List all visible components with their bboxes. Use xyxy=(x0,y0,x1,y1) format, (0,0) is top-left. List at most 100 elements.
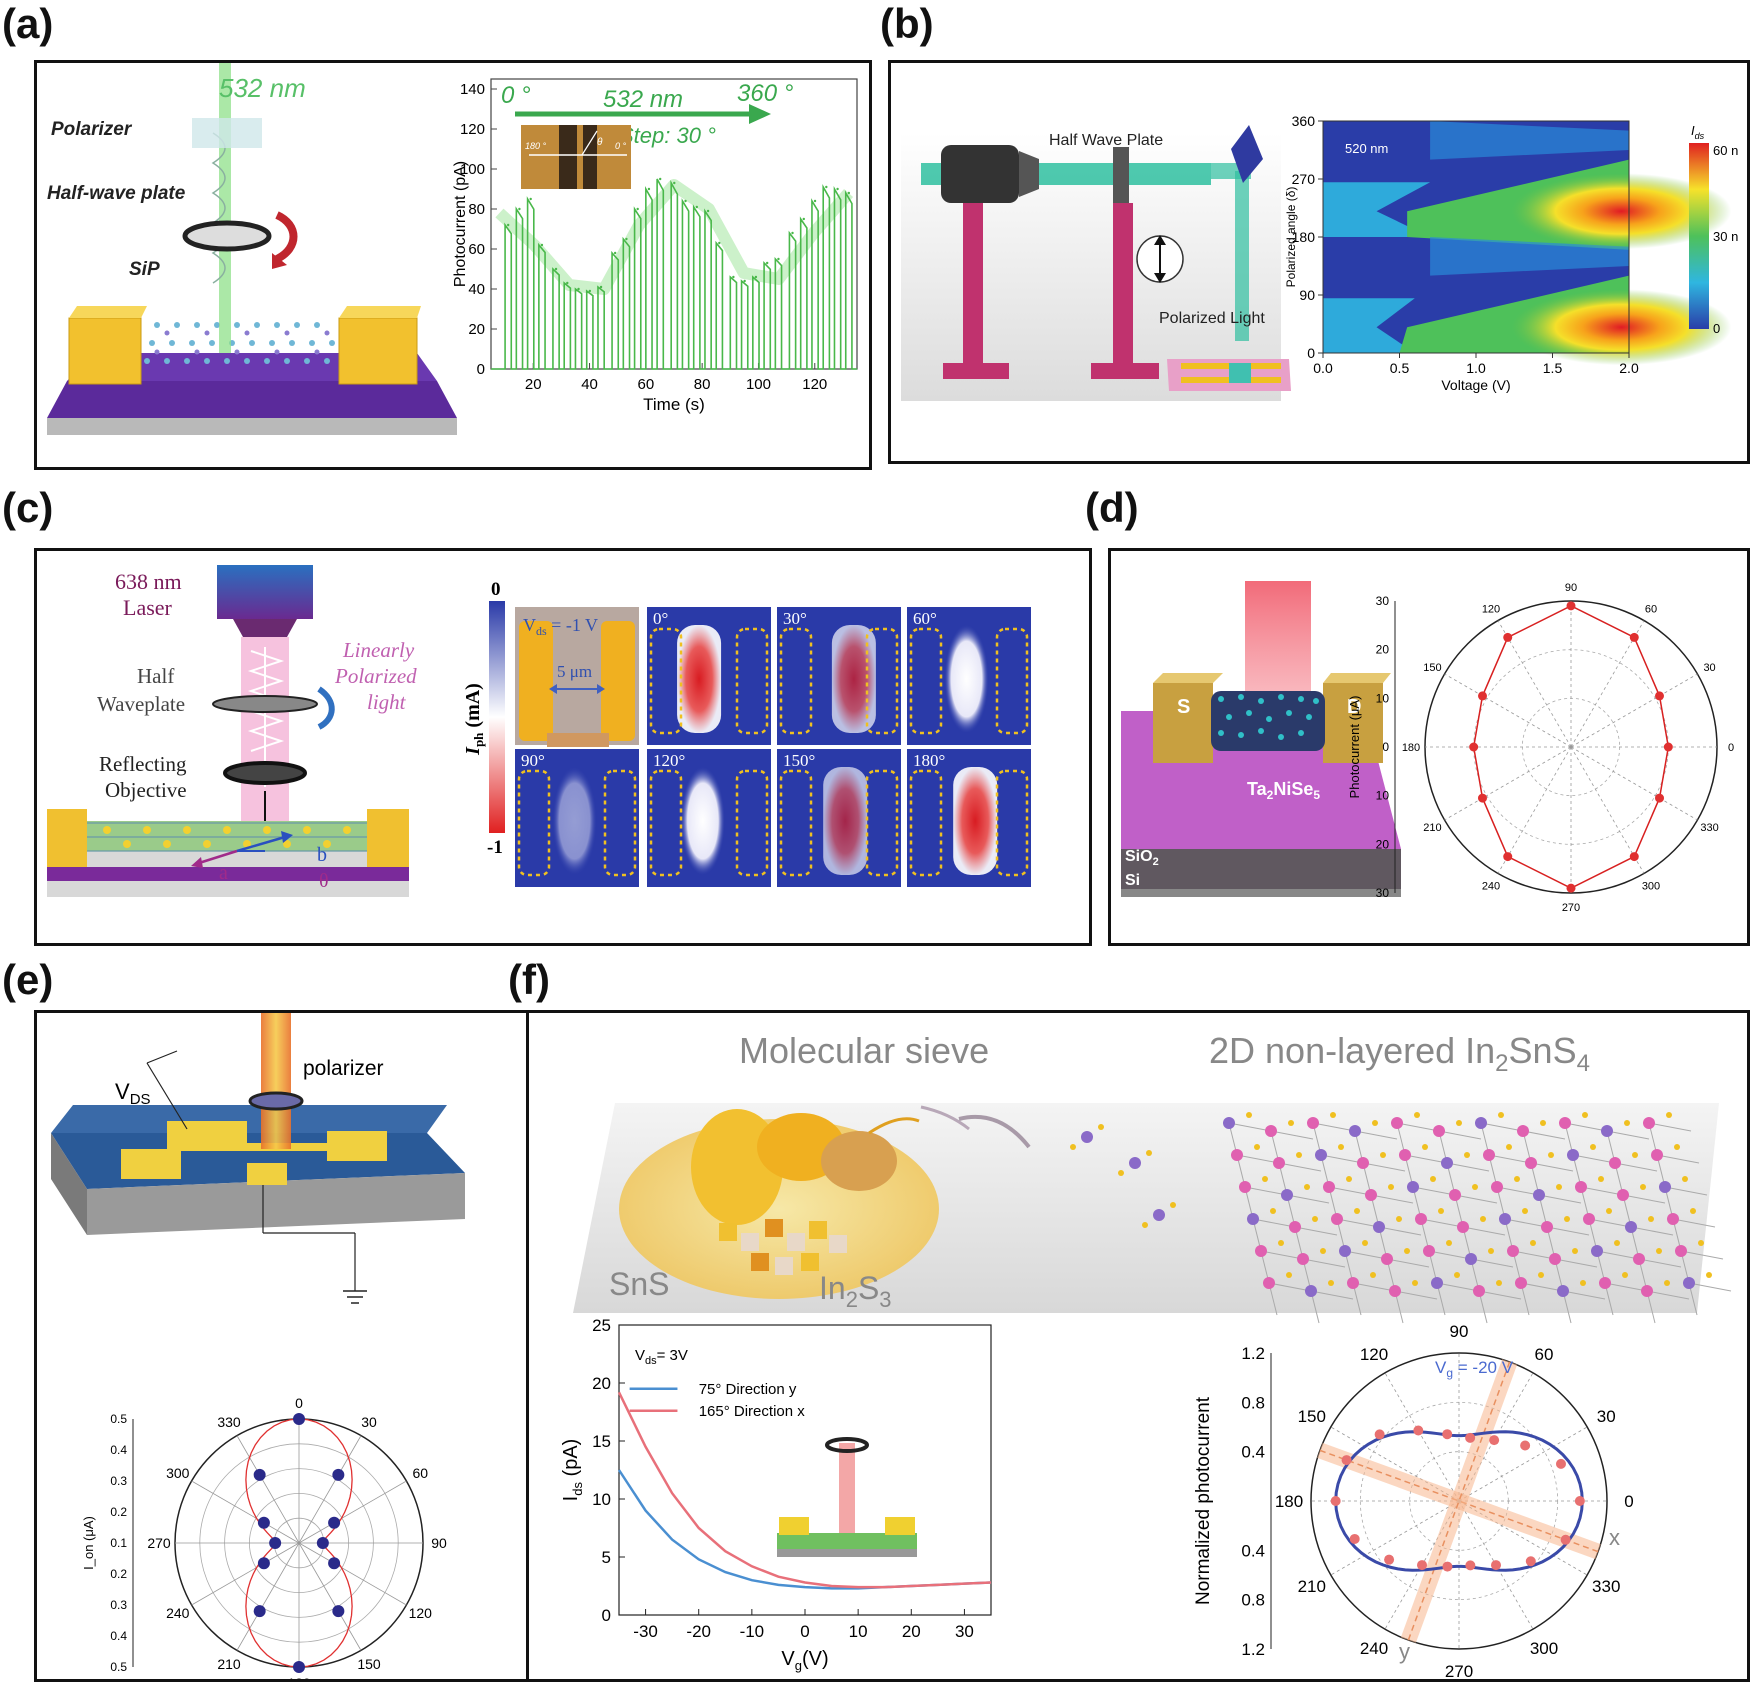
pulse-peak-point xyxy=(540,243,544,247)
panel-e-svg: polarizer VDS 03060901201501802102402703… xyxy=(51,1013,465,1679)
lattice-atom xyxy=(1659,1181,1671,1193)
lattice-bond xyxy=(1294,1226,1338,1236)
iph-scale-bottom: -1 xyxy=(487,837,503,858)
polar-point xyxy=(1413,1425,1424,1436)
axis-theta-label: θ xyxy=(319,870,329,892)
polar-point xyxy=(1574,1496,1585,1506)
angle-label: 330 xyxy=(217,1414,241,1430)
radial-tick-label: 0.4 xyxy=(110,1629,127,1643)
x-tick-label: 30 xyxy=(955,1622,974,1641)
lattice-atom xyxy=(1617,1189,1629,1201)
colorbar-tick-mid: 30 n xyxy=(1713,229,1738,244)
lattice-sulfur xyxy=(1270,1208,1276,1214)
scale-bar-label: 5 μm xyxy=(557,662,592,681)
polar-point xyxy=(1566,883,1576,893)
lattice-bond xyxy=(1630,1226,1674,1236)
x-tick-label: 1.0 xyxy=(1466,360,1486,376)
photocurrent-spot xyxy=(680,767,725,875)
lattice-sulfur xyxy=(1278,1240,1284,1246)
lattice-atom xyxy=(1633,1253,1645,1265)
photocurrent-spot xyxy=(953,767,998,875)
polarization-angle-label: 30° xyxy=(783,609,807,628)
molecular-sieve-title: Molecular sieve xyxy=(739,1030,989,1071)
inset-beam xyxy=(839,1443,855,1533)
vg-annotation: Vg = -20 V xyxy=(1435,1358,1514,1380)
lattice-atom xyxy=(1499,1213,1511,1225)
pulse-peak-point xyxy=(529,197,532,201)
panel-label-c: (c) xyxy=(2,484,54,531)
polar-point xyxy=(1503,852,1513,862)
lattice-bond xyxy=(1496,1186,1540,1196)
polar-point xyxy=(1503,632,1513,642)
lattice-bond xyxy=(1664,1186,1708,1196)
lattice-sulfur xyxy=(1682,1176,1688,1182)
inset-device xyxy=(777,1533,917,1549)
lattice-bond xyxy=(1252,1218,1296,1228)
pulse-peak-point xyxy=(765,261,769,265)
panel-e: polarizer VDS 03060901201501802102402703… xyxy=(34,1010,548,1682)
lattice-atom xyxy=(1231,1149,1243,1161)
iph-axis-label: Iph (mA) xyxy=(462,683,486,756)
angle-label: 240 xyxy=(1482,881,1500,893)
angle-label: 120 xyxy=(1360,1345,1388,1364)
lattice-sulfur xyxy=(1246,1112,1252,1118)
lattice-bond xyxy=(1688,1282,1732,1292)
lattice-sulfur xyxy=(1656,1248,1662,1254)
lattice-bond xyxy=(1538,1194,1582,1204)
lattice-sulfur xyxy=(1338,1144,1344,1150)
cluster-atom xyxy=(1153,1209,1165,1221)
x-tick-label: -30 xyxy=(633,1622,658,1641)
radial-tick-label: 0 xyxy=(1382,740,1389,754)
lattice-atom xyxy=(1491,1181,1503,1193)
polar-spoke xyxy=(236,1435,300,1544)
photocurrent-series xyxy=(491,178,857,370)
lattice-sulfur xyxy=(1496,1280,1502,1286)
device-micrograph-inset: 180 ° 0 ° θ xyxy=(521,125,631,189)
lattice-sulfur xyxy=(1480,1216,1486,1222)
radial-tick-label: 0.3 xyxy=(110,1474,127,1488)
lattice-atom xyxy=(1641,1285,1653,1297)
lattice-atom xyxy=(1465,1253,1477,1265)
lattice-bond xyxy=(1396,1122,1440,1132)
cluster-sulfur xyxy=(1170,1202,1176,1208)
pulse-peak-point xyxy=(791,231,794,235)
radial-tick-label: 10 xyxy=(1376,789,1390,803)
lattice-sulfur xyxy=(1548,1152,1554,1158)
y-axis-label: Ids (pA) xyxy=(560,1439,585,1502)
lattice-bond xyxy=(1480,1122,1524,1132)
cluster-atom xyxy=(1129,1157,1141,1169)
polarized-light-label: Polarized Light xyxy=(1159,310,1265,327)
laser-word: Laser xyxy=(123,595,173,620)
lattice-atom xyxy=(1331,1213,1343,1225)
lattice-bond xyxy=(1588,1218,1632,1228)
angle-label: 270 xyxy=(147,1535,171,1551)
lattice-bond xyxy=(1596,1250,1640,1260)
lattice-sulfur xyxy=(1582,1112,1588,1118)
series-line xyxy=(617,1391,992,1589)
pulse-peak-point xyxy=(684,199,687,203)
pulse-peak-point xyxy=(732,275,735,279)
photocurrent-spot xyxy=(944,625,989,733)
in2sns4-title: 2D non-layered In2SnS4 xyxy=(1209,1030,1590,1077)
radial-tick-label: 0.4 xyxy=(110,1443,127,1457)
angle-label: 120 xyxy=(1482,603,1500,615)
y-axis-label: Photocurrent (pA) xyxy=(452,161,469,287)
axis-a-label: a xyxy=(219,862,228,884)
lattice-atom xyxy=(1643,1117,1655,1129)
lattice-atom xyxy=(1339,1245,1351,1257)
lattice-atom xyxy=(1651,1149,1663,1161)
lattice-bond xyxy=(1680,1250,1724,1260)
angle-label: 270 xyxy=(1562,902,1580,914)
angle-label: 150 xyxy=(1298,1407,1326,1426)
lattice-atom xyxy=(1683,1277,1695,1289)
polarization-angle-label: 150° xyxy=(783,751,815,770)
lattice-bond xyxy=(1310,1290,1354,1300)
flow-arrow xyxy=(958,1114,1031,1149)
inset-electrode xyxy=(885,1517,915,1535)
axis-b-label: b xyxy=(317,844,327,866)
lattice-sulfur xyxy=(1372,1120,1378,1126)
lattice-sulfur xyxy=(1522,1208,1528,1214)
reflecting-line1: Reflecting xyxy=(99,752,187,776)
